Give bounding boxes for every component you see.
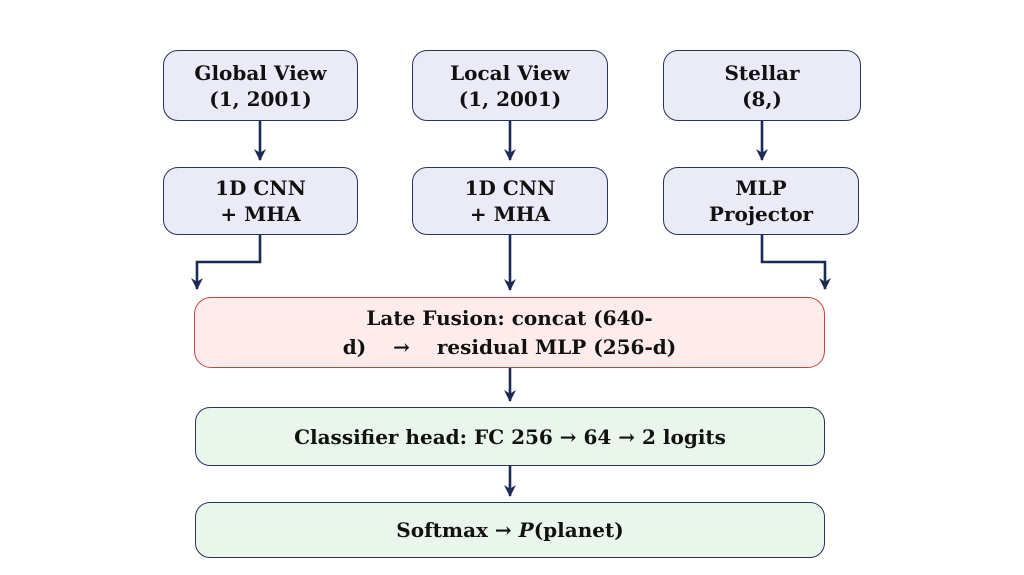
node-mlp-projector-line1: MLP	[735, 176, 787, 200]
node-cnn-local-line1: 1D CNN	[464, 176, 556, 200]
node-classifier-head-label: Classifier head: FC 256 → 64 → 2 logits	[294, 424, 726, 449]
edge-cnnglobal-to-fusion	[191, 235, 262, 290]
node-cnn-global-line1: 1D CNN	[215, 176, 306, 200]
node-softmax-prefix: Softmax →	[396, 518, 519, 542]
node-cnn-local: 1D CNN + MHA	[412, 167, 608, 235]
node-mlp-projector: MLP Projector	[663, 167, 859, 235]
node-global-view-label: Global View	[194, 60, 327, 85]
node-cnn-global-line2: + MHA	[220, 202, 301, 226]
node-local-view-shape: (1, 2001)	[458, 86, 562, 111]
node-softmax-suffix: (planet)	[533, 518, 624, 542]
node-global-view: Global View (1, 2001)	[163, 50, 358, 121]
node-softmax: Softmax → P(planet)	[195, 502, 825, 558]
node-stellar-label: Stellar	[724, 60, 800, 85]
node-stellar: Stellar (8,)	[663, 50, 861, 121]
node-late-fusion-line2: d) → residual MLP (256-d)	[342, 334, 677, 359]
node-late-fusion-line1: Late Fusion: concat (640-	[366, 305, 653, 330]
node-cnn-global: 1D CNN + MHA	[163, 167, 358, 235]
node-cnn-local-line2: + MHA	[469, 202, 551, 226]
node-global-view-shape: (1, 2001)	[209, 86, 312, 111]
node-stellar-shape: (8,)	[742, 86, 782, 111]
node-softmax-variable: P	[518, 518, 534, 542]
node-late-fusion: Late Fusion: concat (640- d) → residual …	[194, 297, 825, 368]
node-mlp-projector-line2: Projector	[708, 202, 814, 226]
node-local-view: Local View (1, 2001)	[412, 50, 608, 121]
node-local-view-label: Local View	[450, 60, 570, 85]
edge-mlp-to-fusion	[760, 235, 831, 290]
node-classifier-head: Classifier head: FC 256 → 64 → 2 logits	[195, 407, 825, 466]
